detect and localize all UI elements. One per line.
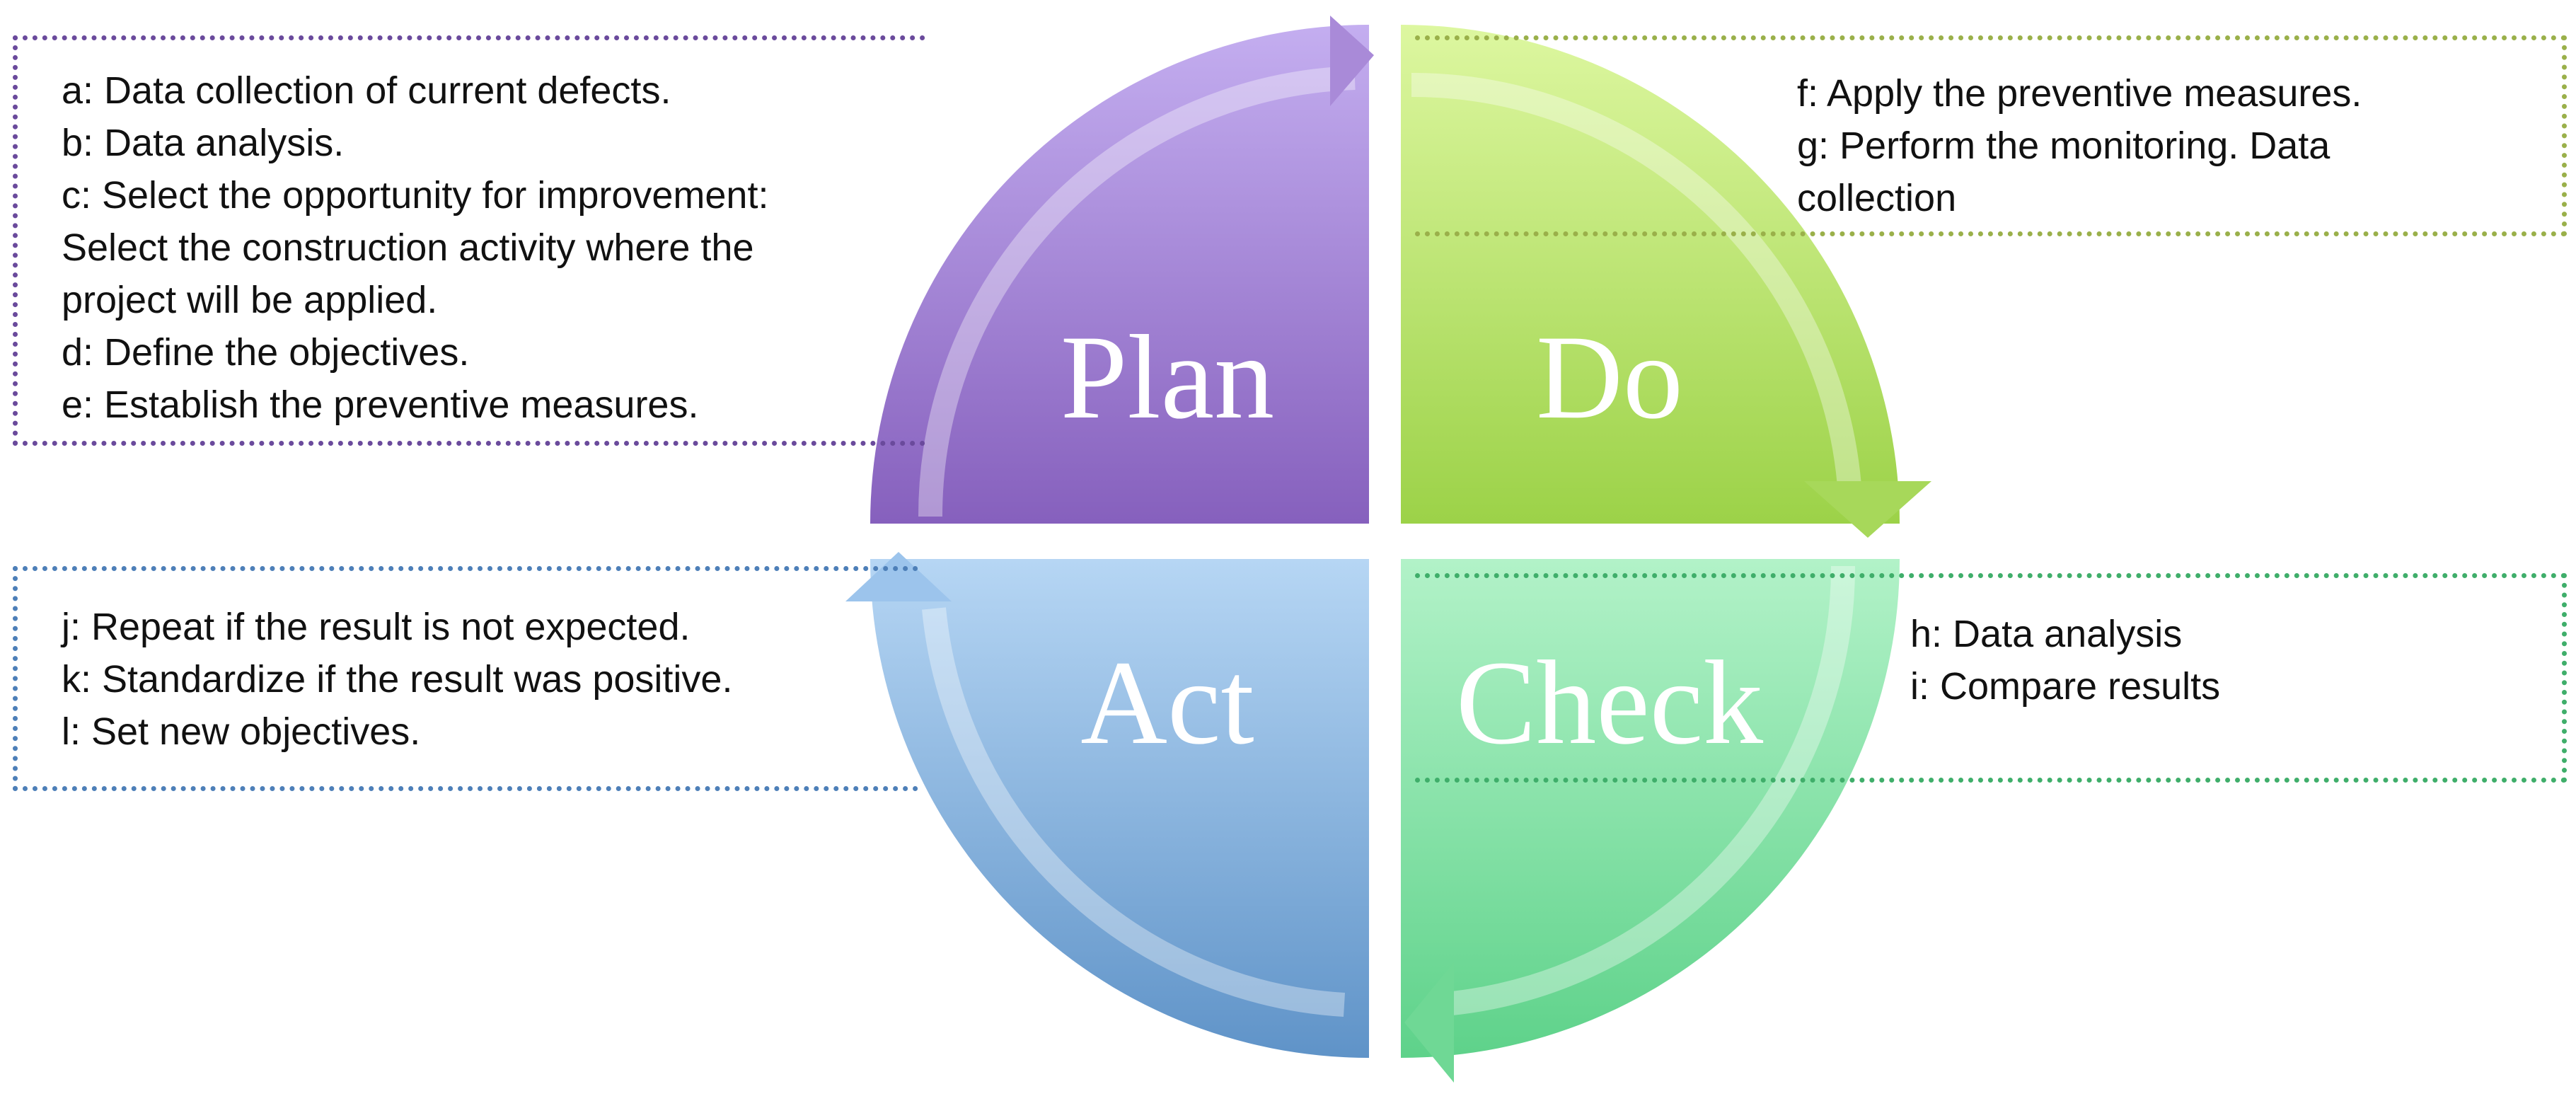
plan-notes: a: Data collection of current defects. b…: [13, 35, 925, 446]
do-arrow: [1411, 72, 1862, 497]
act-note-k: k: Standardize if the result was positiv…: [62, 658, 733, 701]
plan-quadrant: [870, 25, 1369, 524]
plan-arrow: [918, 66, 1356, 517]
check-quadrant: [1401, 559, 1900, 1058]
do-arrowhead: [1804, 481, 1931, 538]
check-label: Check: [1456, 636, 1763, 769]
do-label: Do: [1536, 311, 1683, 444]
act-notes: j: Repeat if the result is not expected.…: [13, 566, 918, 791]
act-quadrant: [870, 559, 1369, 1058]
check-note-h: h: Data analysis: [1910, 613, 2183, 655]
plan-note-d: d: Define the objectives.: [62, 331, 470, 374]
do-note-f: f: Apply the preventive measures.: [1797, 72, 2362, 115]
act-note-j: j: Repeat if the result is not expected.: [62, 606, 691, 648]
act-note-l: l: Set new objectives.: [62, 710, 421, 753]
act-arrow: [922, 607, 1346, 1017]
plan-note-e: e: Establish the preventive measures.: [62, 384, 699, 426]
plan-note-a: a: Data collection of current defects.: [62, 69, 671, 112]
act-label: Act: [1080, 636, 1254, 769]
do-note-g: g: Perform the monitoring. Data: [1797, 125, 2330, 167]
plan-note-b: b: Data analysis.: [62, 122, 345, 164]
plan-arrowhead: [1330, 16, 1374, 106]
plan-note-c: c: Select the opportunity for improvemen…: [62, 174, 769, 217]
check-arrowhead: [1404, 962, 1454, 1083]
plan-note-c-cont-1: Select the construction activity where t…: [62, 226, 754, 269]
plan-label: Plan: [1061, 311, 1274, 444]
check-note-i: i: Compare results: [1910, 665, 2221, 708]
do-quadrant: [1401, 25, 1900, 524]
act-arrowhead: [845, 552, 952, 601]
do-notes: f: Apply the preventive measures. g: Per…: [1415, 35, 2567, 236]
check-arrow: [1435, 565, 1856, 1017]
check-notes: h: Data analysis i: Compare results: [1415, 573, 2567, 783]
plan-note-c-cont-2: project will be applied.: [62, 279, 438, 321]
do-note-g-cont: collection: [1797, 177, 1957, 219]
